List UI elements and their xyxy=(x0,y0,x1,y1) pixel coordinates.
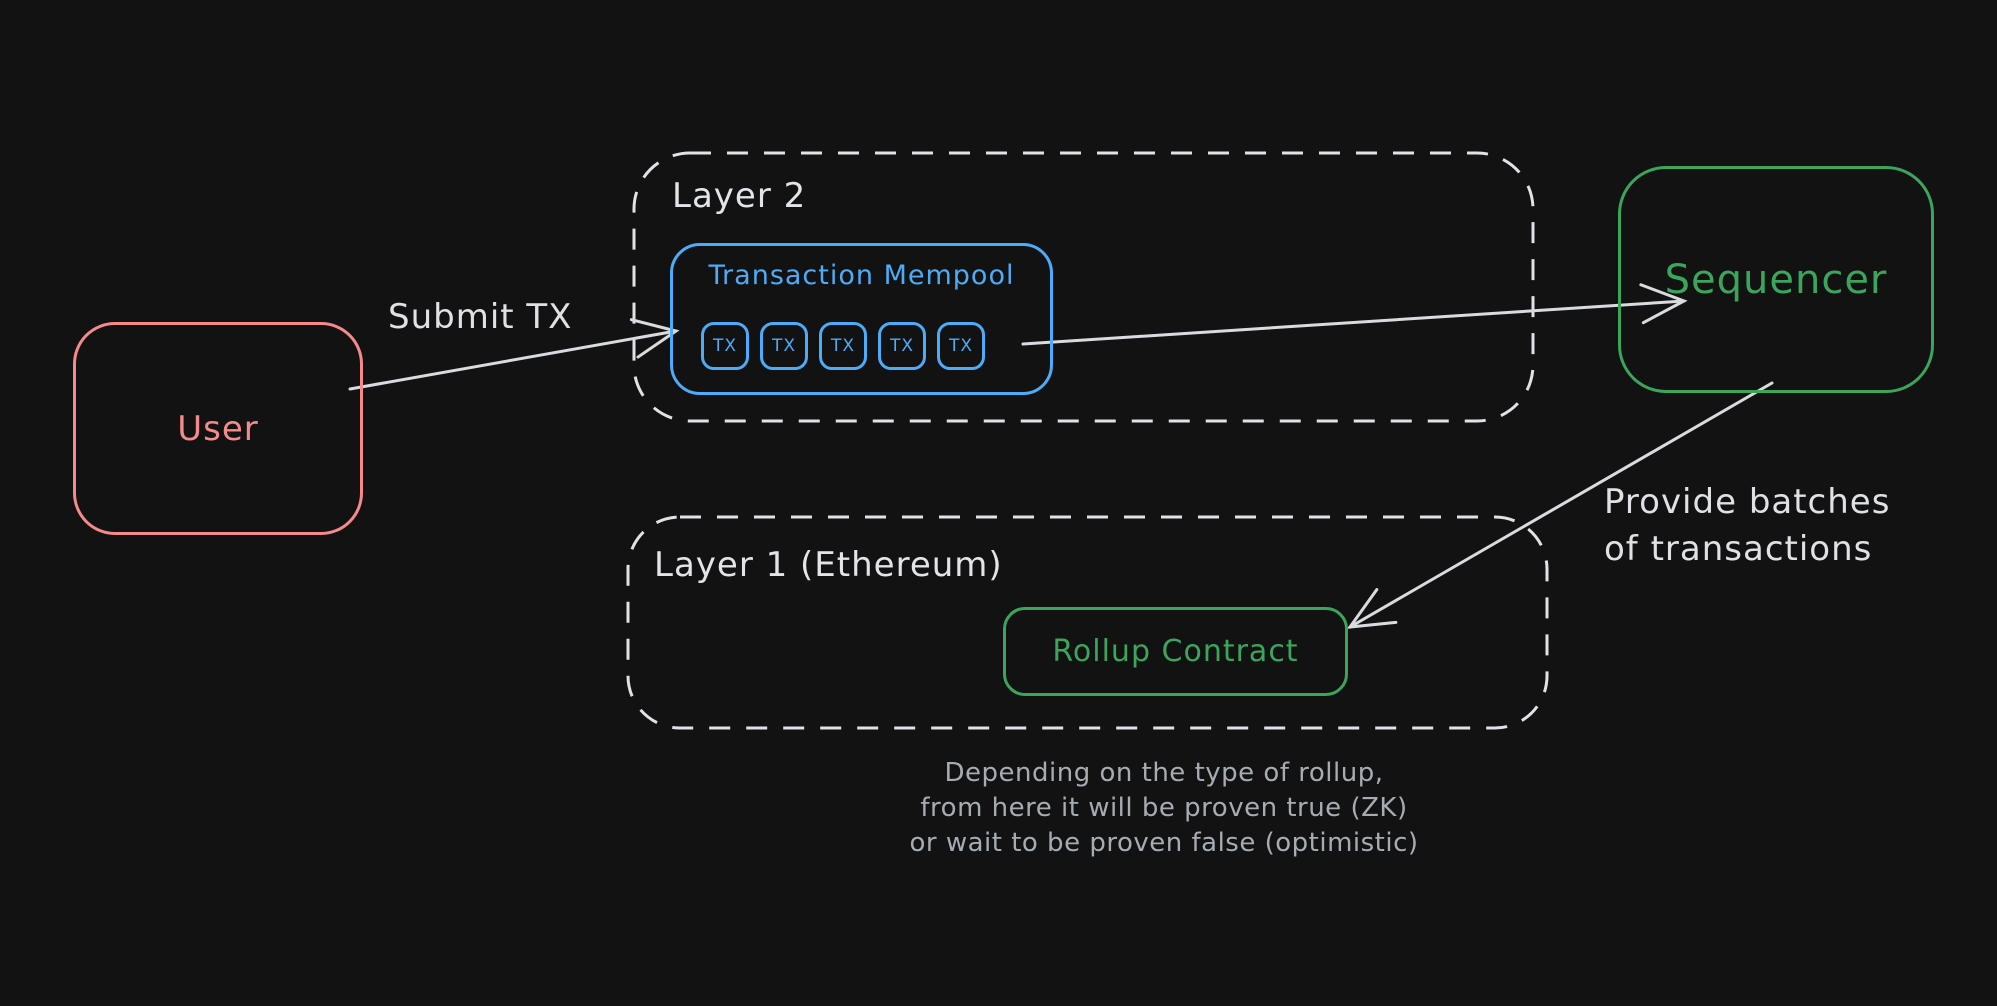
caption-note[interactable]: Depending on the type of rollup, from he… xyxy=(909,758,1419,858)
layer1-zone-label[interactable]: Layer 1 (Ethereum) xyxy=(654,545,1003,585)
user-label: User xyxy=(177,408,259,449)
tx-chip[interactable]: TX xyxy=(760,322,808,370)
tx-chip-label: TX xyxy=(771,336,797,356)
transaction-mempool-node[interactable]: Transaction Mempool TX TX TX TX TX xyxy=(670,243,1053,395)
tx-chip-label: TX xyxy=(948,336,974,356)
tx-chip[interactable]: TX xyxy=(819,322,867,370)
user-node[interactable]: User xyxy=(73,322,363,535)
tx-chip-row: TX TX TX TX TX xyxy=(701,322,985,370)
layer1-zone-outline[interactable] xyxy=(626,515,1549,730)
tx-chip[interactable]: TX xyxy=(701,322,749,370)
edge-label-submit-tx[interactable]: Submit TX xyxy=(388,297,573,337)
layer2-zone-label[interactable]: Layer 2 xyxy=(672,176,807,216)
tx-chip-label: TX xyxy=(889,336,915,356)
tx-chip[interactable]: TX xyxy=(937,322,985,370)
arrow-user-to-mempool[interactable] xyxy=(348,318,680,391)
sequencer-label: Sequencer xyxy=(1664,256,1888,303)
tx-chip-label: TX xyxy=(712,336,738,356)
rollup-contract-label: Rollup Contract xyxy=(1052,634,1299,669)
tx-chip[interactable]: TX xyxy=(878,322,926,370)
edge-label-provide-batches[interactable]: Provide batches of transactions xyxy=(1604,482,1891,569)
rollup-contract-node[interactable]: Rollup Contract xyxy=(1003,607,1348,696)
transaction-mempool-label: Transaction Mempool xyxy=(708,260,1015,291)
sequencer-node[interactable]: Sequencer xyxy=(1618,166,1934,393)
tx-chip-label: TX xyxy=(830,336,856,356)
arrow-sequencer-to-rollup[interactable] xyxy=(1346,381,1774,629)
arrow-mempool-to-sequencer[interactable] xyxy=(1021,283,1688,346)
